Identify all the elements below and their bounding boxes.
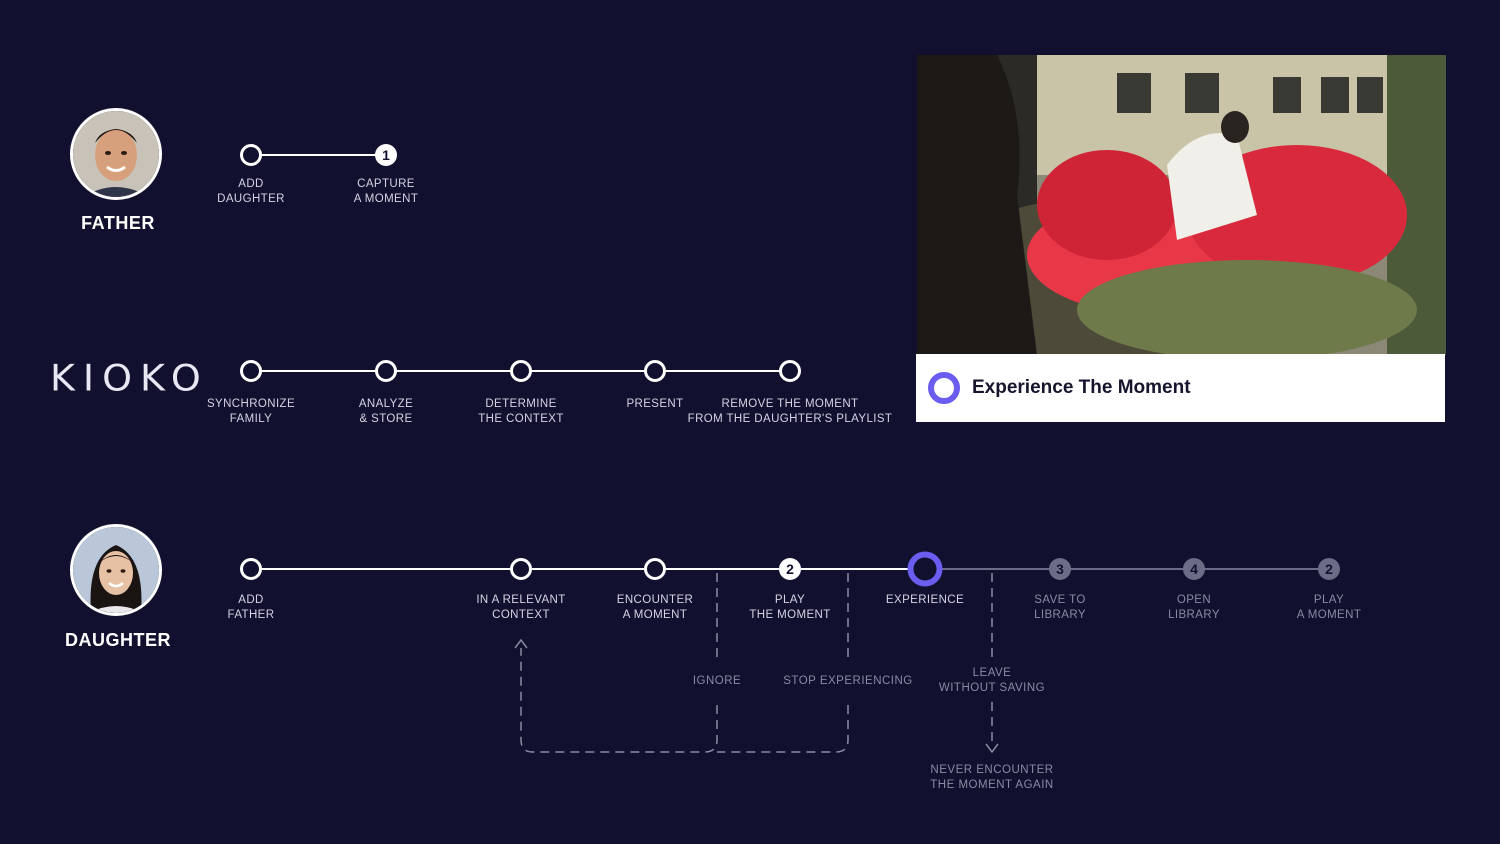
daughter-step-label: PLAY THE MOMENT: [680, 593, 900, 623]
line2: FROM THE DAUGHTER'S PLAYLIST: [687, 413, 893, 425]
daughter-name: DAUGHTER: [65, 630, 171, 650]
line2: FAMILY: [229, 413, 273, 425]
kioko-step-label: ANALYZE & STORE: [276, 397, 496, 427]
line1: OPEN: [1176, 594, 1212, 606]
line2: DAUGHTER: [217, 193, 285, 205]
daughter-node-open: [1183, 558, 1205, 580]
line2: LIBRARY: [1168, 609, 1220, 621]
kioko-node-present: [644, 360, 666, 382]
line1: PRESENT: [626, 398, 684, 410]
kioko-logo: KIOKO: [50, 357, 209, 399]
leave-without-saving-label: LEAVE WITHOUT SAVING: [902, 666, 1082, 696]
daughter-step-label: EXPERIENCE: [815, 593, 1035, 608]
kioko-node-context: [510, 360, 532, 382]
line1: CAPTURE: [357, 178, 415, 190]
line1: ANALYZE: [358, 398, 414, 410]
line2: FATHER: [227, 609, 275, 621]
line1: EXPERIENCE: [885, 594, 965, 606]
father-name: FATHER: [81, 213, 155, 233]
line2: WITHOUT SAVING: [938, 682, 1046, 694]
daughter-node-play-moment: [1318, 558, 1340, 580]
line2: A MOMENT: [1296, 609, 1362, 621]
daughter-node-encounter: [644, 558, 666, 580]
daughter-step-label: ENCOUNTER A MOMENT: [545, 593, 765, 623]
daughter-avatar: [70, 524, 162, 616]
daughter-node-add-father: [240, 558, 262, 580]
daughter-node-play: [779, 558, 801, 580]
kioko-step-label: DETERMINE THE CONTEXT: [411, 397, 631, 427]
line1: PLAY: [1313, 594, 1345, 606]
kioko-step-label: PRESENT: [545, 397, 765, 412]
line1: SYNCHRONIZE: [206, 398, 296, 410]
father-badge: 1: [382, 147, 390, 163]
line1: ADD: [238, 178, 264, 190]
video-caption-text: Experience The Moment: [972, 377, 1191, 398]
line2: A MOMENT: [622, 609, 688, 621]
daughter-step-label: SAVE TO LIBRARY: [950, 593, 1170, 623]
line1: NEVER ENCOUNTER: [930, 764, 1054, 776]
daughter-step-label: OPEN LIBRARY: [1084, 593, 1304, 623]
line1: REMOVE THE MOMENT: [721, 398, 859, 410]
line2: & STORE: [359, 413, 413, 425]
daughter-avatar-icon: [73, 527, 159, 613]
stop-experiencing-label: STOP EXPERIENCING: [783, 675, 913, 687]
experience-ring-icon: [928, 372, 960, 404]
line2: A MOMENT: [353, 193, 419, 205]
line1: LEAVE: [972, 667, 1012, 679]
daughter-step-label: IN A RELEVANT CONTEXT: [411, 593, 631, 623]
daughter-badge-save: 3: [1056, 561, 1064, 577]
line1: SAVE TO: [1034, 594, 1086, 606]
down-arrow-icon: [985, 743, 999, 754]
never-encounter-label: NEVER ENCOUNTER THE MOMENT AGAIN: [902, 763, 1082, 793]
branch-lines: [520, 573, 993, 753]
father-node-add-daughter: [240, 144, 262, 166]
daughter-badge-play-moment: 2: [1325, 561, 1333, 577]
kioko-step-label: SYNCHRONIZE FAMILY: [141, 397, 361, 427]
daughter-step-label: PLAY A MOMENT: [1219, 593, 1439, 623]
line1: IN A RELEVANT: [476, 594, 566, 606]
line1: ADD: [238, 594, 264, 606]
daughter-node-save: [1049, 558, 1071, 580]
father-step-label: CAPTURE A MOMENT: [276, 177, 496, 207]
line1: DETERMINE: [485, 398, 557, 410]
kioko-node-analyze: [375, 360, 397, 382]
video-caption: Experience The Moment: [916, 354, 1445, 422]
loop-arrow-icon: [514, 638, 528, 649]
kioko-node-remove: [779, 360, 801, 382]
father-node-capture: [375, 144, 397, 166]
father-avatar: [70, 108, 162, 200]
father-step-label: ADD DAUGHTER: [141, 177, 361, 207]
kioko-step-label: REMOVE THE MOMENT FROM THE DAUGHTER'S PLA…: [680, 397, 900, 427]
line2: LIBRARY: [1034, 609, 1086, 621]
moment-video[interactable]: [917, 55, 1446, 355]
daughter-badge-play: 2: [786, 561, 794, 577]
line1: PLAY: [774, 594, 806, 606]
line2: THE MOMENT AGAIN: [930, 779, 1054, 791]
daughter-step-label: ADD FATHER: [141, 593, 361, 623]
daughter-node-experience: [907, 551, 943, 587]
kioko-node-sync: [240, 360, 262, 382]
line2: THE CONTEXT: [478, 413, 564, 425]
video-frame-image: [917, 55, 1446, 355]
ignore-label: IGNORE: [692, 675, 742, 687]
daughter-node-context: [510, 558, 532, 580]
line2: CONTEXT: [492, 609, 550, 621]
line2: THE MOMENT: [749, 609, 831, 621]
daughter-badge-open: 4: [1190, 561, 1198, 577]
line1: ENCOUNTER: [616, 594, 694, 606]
